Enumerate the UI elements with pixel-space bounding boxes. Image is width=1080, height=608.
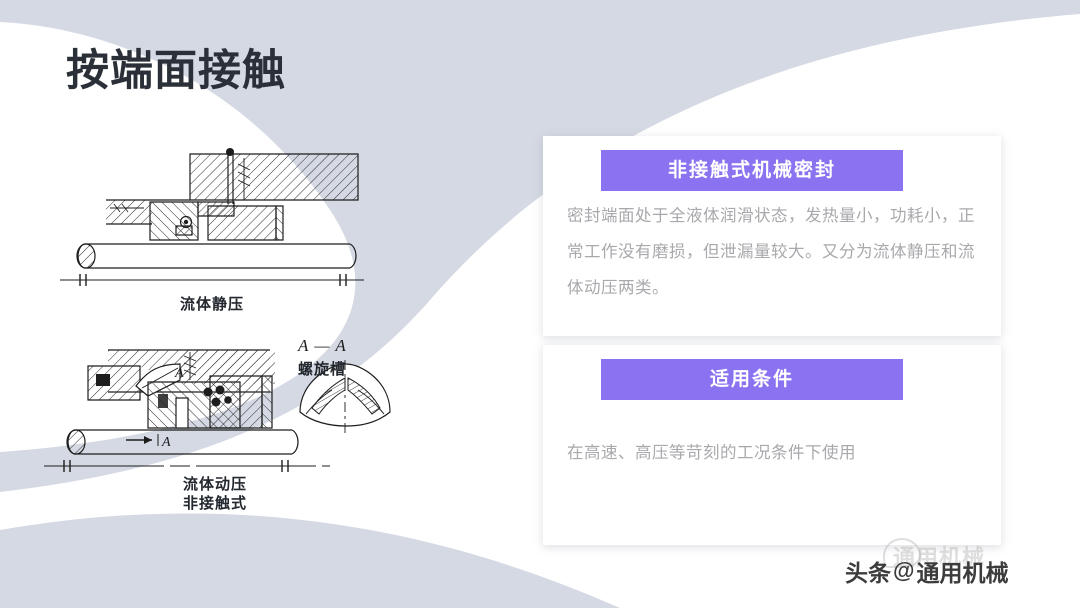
card-noncontact-banner: 非接触式机械密封 bbox=[601, 150, 903, 191]
diagram-dynamic-caption: 流体动压 非接触式 bbox=[145, 476, 285, 514]
watermark-bubble-icon bbox=[883, 538, 921, 568]
card-noncontact-mechanical-seal: 非接触式机械密封 密封端面处于全液体润滑状态，发热量小，功耗小，正常工作没有磨损… bbox=[543, 136, 1001, 336]
card-applicable-conditions: 适用条件 在高速、高压等苛刻的工况条件下使用 bbox=[543, 345, 1001, 545]
diagram-dynamic-caption-line-2: 非接触式 bbox=[182, 494, 247, 512]
page-title: 按端面接触 bbox=[66, 47, 286, 95]
svg-text:A: A bbox=[161, 435, 171, 450]
card-noncontact-body: 密封端面处于全液体润滑状态，发热量小，功耗小，正常工作没有磨损，但泄漏量较大。又… bbox=[567, 207, 975, 297]
card-conditions-banner: 适用条件 bbox=[601, 359, 903, 400]
watermark-at-icon: @ bbox=[893, 558, 915, 583]
watermark-main-text: 头条 @ 通用机械 bbox=[845, 554, 1008, 588]
section-label-a-a: A — A bbox=[298, 336, 347, 355]
card-conditions-body: 在高速、高压等苛刻的工况条件下使用 bbox=[567, 444, 856, 462]
card-conditions-banner-text: 适用条件 bbox=[709, 369, 794, 390]
card-noncontact-banner-text: 非接触式机械密封 bbox=[667, 160, 836, 181]
diagram-static-caption: 流体静压 bbox=[179, 296, 244, 313]
watermark-prefix: 头条 bbox=[845, 560, 891, 586]
section-note-spiral-groove: 螺旋槽 bbox=[298, 361, 347, 378]
diagram-dynamic-caption-line-1: 流体动压 bbox=[182, 476, 247, 493]
svg-text:A: A bbox=[174, 366, 184, 381]
diagram-fluid-dynamic-pressure: A A bbox=[30, 330, 395, 520]
watermark-account: 通用机械 bbox=[916, 560, 1009, 586]
diagram-fluid-static-pressure bbox=[58, 148, 368, 323]
watermark: 通用机械 头条 @ 通用机械 bbox=[845, 538, 1075, 592]
